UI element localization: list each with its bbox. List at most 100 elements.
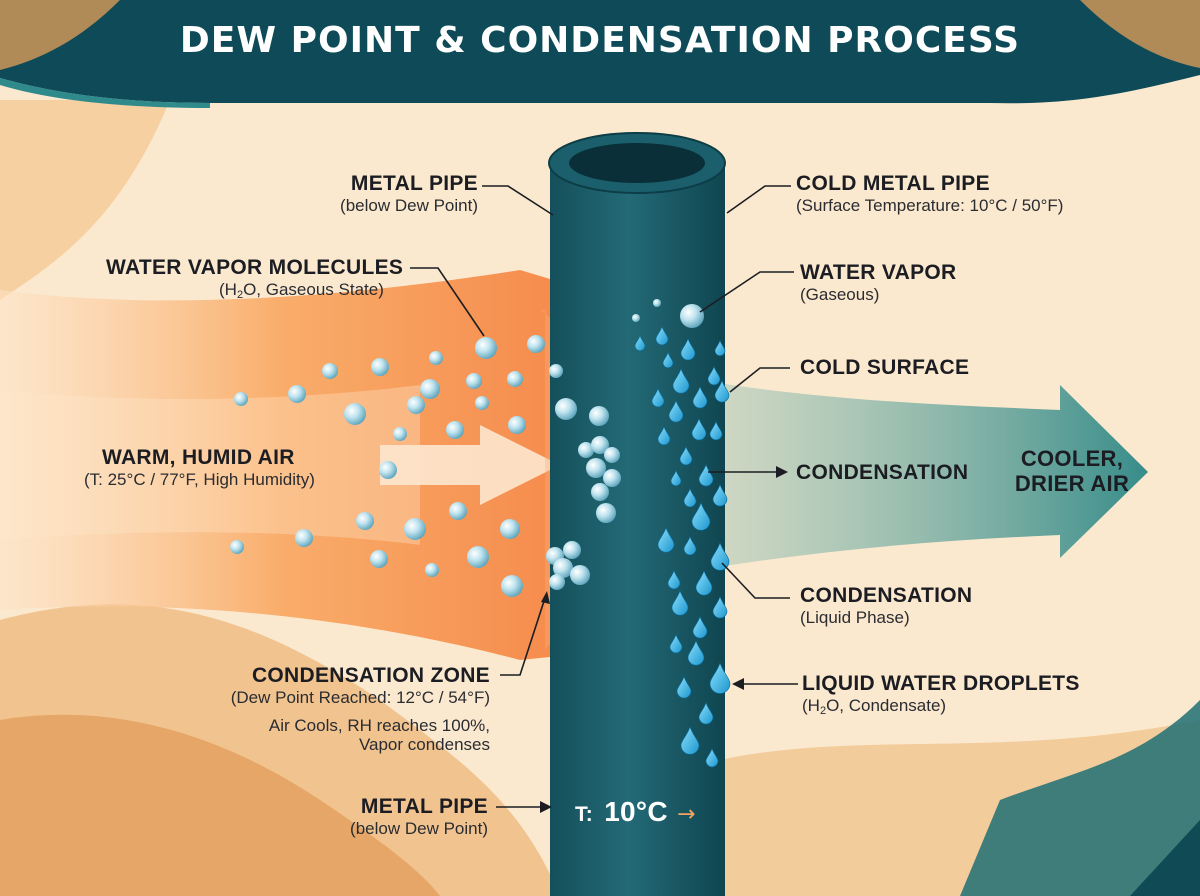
- vapor-bubble-icon: [604, 447, 620, 463]
- water-droplet-icon: [634, 334, 646, 351]
- vapor-bubble-icon: [288, 385, 306, 403]
- warm-air-core: [0, 385, 420, 545]
- water-droplet-icon: [698, 463, 714, 487]
- vapor-bubble-icon: [680, 304, 704, 328]
- water-droplet-icon: [657, 425, 671, 446]
- arrowhead: [540, 801, 552, 813]
- label-cooler-drier-air: COOLER, DRIER AIR: [1012, 446, 1132, 497]
- temp-prefix: T:: [575, 803, 594, 826]
- label-condensation-liquid: CONDENSATION (Liquid Phase): [800, 584, 972, 628]
- arrowhead: [732, 678, 744, 690]
- water-droplet-icon: [662, 351, 674, 368]
- label-heading: METAL PIPE: [360, 795, 488, 818]
- label-heading: WATER VAPOR MOLECULES: [106, 256, 404, 279]
- vapor-bubble-icon: [653, 299, 661, 307]
- water-droplet-icon: [683, 487, 697, 508]
- label-metal-pipe-bottom: METAL PIPE (below Dew Point): [350, 795, 488, 839]
- vapor-bubble-icon: [475, 337, 497, 359]
- leader-line: [721, 562, 790, 599]
- water-droplet-icon: [692, 385, 708, 409]
- arrowhead: [776, 466, 788, 478]
- pipe-temperature: T: 10°C →: [575, 796, 695, 828]
- label-note: Vapor condenses: [358, 735, 490, 755]
- water-droplet-icon: [692, 615, 708, 639]
- vapor-bubble-icon: [632, 314, 640, 322]
- water-droplet-icon: [657, 526, 675, 553]
- water-droplet-icon: [712, 483, 728, 507]
- water-droplet-icon: [679, 445, 693, 466]
- vapor-bubble-icon: [527, 335, 545, 353]
- subscript: 2: [819, 705, 827, 718]
- label-subtext: (below Dew Point): [340, 196, 478, 216]
- label-heading: COLD SURFACE: [800, 356, 970, 379]
- background-dune: [0, 100, 170, 300]
- label-cold-metal-pipe: COLD METAL PIPE (Surface Temperature: 10…: [796, 172, 1063, 216]
- page-title: DEW POINT & CONDENSATION PROCESS: [179, 20, 1021, 61]
- vapor-bubble-icon: [467, 546, 489, 568]
- water-droplet-icon: [707, 365, 721, 386]
- vapor-bubble-icon: [429, 351, 443, 365]
- label-subtext: (H2O, Gaseous State): [106, 280, 403, 302]
- label-condensation-zone: CONDENSATION ZONE (Dew Point Reached: 12…: [231, 664, 490, 755]
- leader-lines: [410, 185, 798, 808]
- temp-arrow-icon: →: [677, 802, 696, 827]
- water-droplet-icon: [651, 387, 665, 408]
- label-subtext: (Gaseous): [800, 285, 880, 305]
- water-droplet-icon: [668, 399, 684, 423]
- vapor-bubble-icon: [549, 364, 563, 378]
- vapor-bubble-icon: [553, 558, 573, 578]
- leader-line: [482, 185, 554, 216]
- vapor-bubble-icon: [393, 427, 407, 441]
- vapor-bubble-icon: [446, 421, 464, 439]
- vapor-molecules: [230, 335, 621, 597]
- vapor-bubble-icon: [501, 575, 523, 597]
- vapor-bubble-icon: [591, 436, 609, 454]
- label-heading: DRIER AIR: [1014, 471, 1130, 497]
- vapor-bubble-icon: [563, 541, 581, 559]
- vapor-bubble-icon: [570, 565, 590, 585]
- water-droplet-icon: [709, 420, 723, 441]
- vapor-bubble-icon: [507, 371, 523, 387]
- water-droplet-icon: [687, 639, 705, 666]
- label-subtext: (H2O, Condensate): [802, 696, 1080, 718]
- vapor-bubble-icon: [508, 416, 526, 434]
- vapor-bubble-icon: [466, 373, 482, 389]
- label-subtext: (Surface Temperature: 10°C / 50°F): [796, 196, 1064, 216]
- water-droplet-icon: [698, 701, 714, 725]
- pipe-opening: [569, 143, 705, 183]
- leader-line: [726, 185, 791, 214]
- water-droplet-icon: [714, 379, 730, 403]
- label-heading: COLD METAL PIPE: [796, 172, 990, 195]
- subtext-part: (H: [802, 696, 820, 716]
- water-droplet-icon: [670, 469, 682, 486]
- vapor-bubble-icon: [586, 458, 606, 478]
- vapor-bubble-icon: [578, 442, 594, 458]
- label-note: Air Cools, RH reaches 100%,: [268, 715, 490, 735]
- subtext-part: O, Condensate): [826, 696, 947, 716]
- vapor-bubble-icon: [344, 403, 366, 425]
- water-droplet-icon: [691, 501, 711, 531]
- temp-value: 10°C: [604, 796, 668, 827]
- vapor-bubble-icon: [555, 398, 577, 420]
- vapor-bubble-icon: [322, 363, 338, 379]
- leader-line: [729, 367, 790, 393]
- water-droplet-icon: [676, 675, 692, 699]
- water-droplet-icon: [667, 569, 681, 590]
- label-metal-pipe-top: METAL PIPE (below Dew Point): [340, 172, 478, 216]
- water-droplet-icon: [691, 417, 707, 441]
- subtext-part: (H: [219, 280, 237, 300]
- subscript: 2: [236, 289, 244, 302]
- label-heading: WATER VAPOR: [800, 261, 957, 284]
- label-heading: WARM, HUMID AIR: [102, 446, 295, 469]
- warm-air-flow: [0, 270, 620, 660]
- water-droplet-icon: [671, 589, 689, 616]
- leader-line: [699, 271, 794, 313]
- flow-arrow-icon: [380, 425, 560, 505]
- label-heading: CONDENSATION: [800, 584, 973, 607]
- label-heading: METAL PIPE: [350, 172, 478, 195]
- water-droplet-icon: [709, 662, 731, 694]
- label-condensation: CONDENSATION: [796, 461, 968, 485]
- arrowhead: [541, 591, 550, 604]
- label-heading: LIQUID WATER DROPLETS: [802, 672, 1080, 695]
